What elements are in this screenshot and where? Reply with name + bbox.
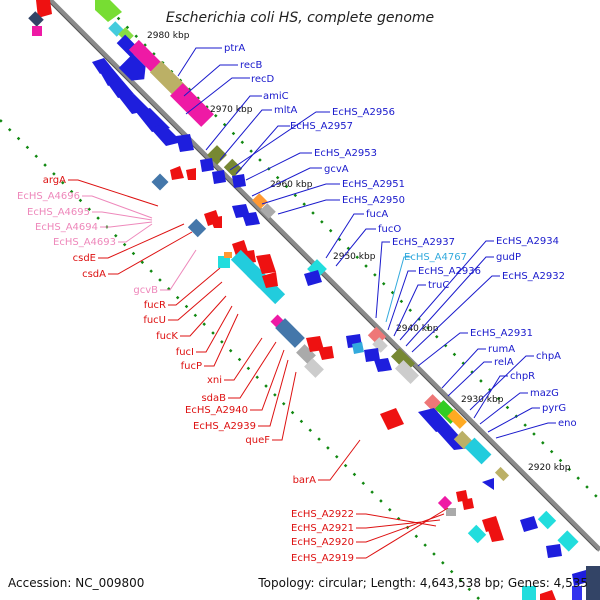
gene-label[interactable]: fucR xyxy=(144,300,166,311)
gene-label[interactable]: EcHS_A2922 xyxy=(291,509,354,520)
pseudo-callout-lines xyxy=(82,195,197,291)
gene-label[interactable]: sdaB xyxy=(201,393,226,404)
gene-label[interactable]: EcHS_A2951 xyxy=(342,179,405,190)
gene-label[interactable]: EcHS_A4767 xyxy=(404,252,467,263)
gene-label[interactable]: EcHS_A2921 xyxy=(291,523,354,534)
forward-callout-lines xyxy=(177,47,556,439)
gene-label[interactable]: rumA xyxy=(488,344,515,355)
gene-label[interactable]: EcHS_A2931 xyxy=(470,328,533,339)
gene-label[interactable]: csdE xyxy=(73,253,96,264)
gene-label[interactable]: fucA xyxy=(366,209,388,220)
topology-text: Topology: circular; Length: 4,643,538 bp… xyxy=(257,576,588,590)
accession-text: Accession: NC_009800 xyxy=(8,576,144,590)
gene-label[interactable]: EcHS_A2953 xyxy=(314,148,377,159)
genome-backbone xyxy=(48,0,600,552)
gene-label[interactable]: EcHS_A2939 xyxy=(193,421,256,432)
gene-label[interactable]: chpR xyxy=(510,371,535,382)
reverse-strand-features xyxy=(28,0,556,600)
gene-label[interactable]: recD xyxy=(251,74,275,85)
forward-strand-features xyxy=(92,0,600,600)
reverse-gene-labels: argA EcHS_A4696 EcHS_A4695 EcHS_A4694 Ec… xyxy=(17,175,354,564)
gene-label[interactable]: EcHS_A4694 xyxy=(35,222,98,233)
gene-label[interactable]: EcHS_A2936 xyxy=(418,266,481,277)
kbp-label: 2940 kbp xyxy=(396,324,439,334)
gene-label[interactable]: relA xyxy=(494,357,514,368)
gene-label[interactable]: fucP xyxy=(181,361,202,372)
gene-label[interactable]: amiC xyxy=(263,91,289,102)
gene-label[interactable]: fucO xyxy=(378,224,401,235)
gene-label[interactable]: fucI xyxy=(176,347,194,358)
gene-label[interactable]: EcHS_A4696 xyxy=(17,191,80,202)
map-title: Escherichia coli HS, complete genome xyxy=(166,10,434,26)
gene-label[interactable]: eno xyxy=(558,418,577,429)
gene-label[interactable]: gcvB xyxy=(133,285,158,296)
gene-label[interactable]: EcHS_A2937 xyxy=(392,237,455,248)
kbp-label: 2930 kbp xyxy=(461,395,504,405)
kbp-scale: 2980 kbp 2970 kbp 2960 kbp 2950 kbp 2940… xyxy=(147,31,571,473)
gene-label[interactable]: gcvA xyxy=(324,164,349,175)
gene-label[interactable]: pyrG xyxy=(542,403,566,414)
gene-label[interactable]: EcHS_A4695 xyxy=(27,207,90,218)
gene-label[interactable]: EcHS_A2919 xyxy=(291,553,354,564)
gene-label[interactable]: EcHS_A2950 xyxy=(342,195,405,206)
gene-label[interactable]: EcHS_A2957 xyxy=(290,121,353,132)
gene-label[interactable]: recB xyxy=(240,60,263,71)
gene-label[interactable]: barA xyxy=(293,475,317,486)
gene-label[interactable]: fucK xyxy=(156,331,178,342)
tick-track-lower xyxy=(0,119,481,600)
gene-label[interactable]: gudP xyxy=(496,252,521,263)
gene-label[interactable]: ptrA xyxy=(224,43,245,54)
kbp-label: 2960 kbp xyxy=(270,180,313,190)
kbp-label: 2980 kbp xyxy=(147,31,190,41)
gene-label[interactable]: EcHS_A2920 xyxy=(291,537,354,548)
gene-label[interactable]: EcHS_A2932 xyxy=(502,271,565,282)
kbp-label: 2920 kbp xyxy=(528,463,571,473)
gene-label[interactable]: EcHS_A2956 xyxy=(332,107,395,118)
kbp-label: 2950 kbp xyxy=(333,252,376,262)
genome-backbone-edge xyxy=(46,0,598,551)
gene-label[interactable]: chpA xyxy=(536,351,561,362)
gene-label[interactable]: truC xyxy=(428,280,449,291)
gene-label[interactable]: fucU xyxy=(143,315,166,326)
gene-label[interactable]: EcHS_A2940 xyxy=(185,405,248,416)
forward-gene-labels: ptrA recB recD amiC mltA EcHS_A2956 EcHS… xyxy=(224,43,577,429)
kbp-label: 2970 kbp xyxy=(210,105,253,115)
gene-label[interactable]: EcHS_A4693 xyxy=(53,237,116,248)
gene-label[interactable]: mazG xyxy=(530,388,559,399)
gene-label[interactable]: queF xyxy=(245,435,270,446)
gene-label[interactable]: csdA xyxy=(82,269,106,280)
gene-label[interactable]: argA xyxy=(43,175,66,186)
gene-label[interactable]: mltA xyxy=(274,105,297,116)
gene-label[interactable]: EcHS_A2934 xyxy=(496,236,559,247)
reverse-callout-lines xyxy=(68,179,449,559)
gene-label[interactable]: xni xyxy=(207,375,222,386)
